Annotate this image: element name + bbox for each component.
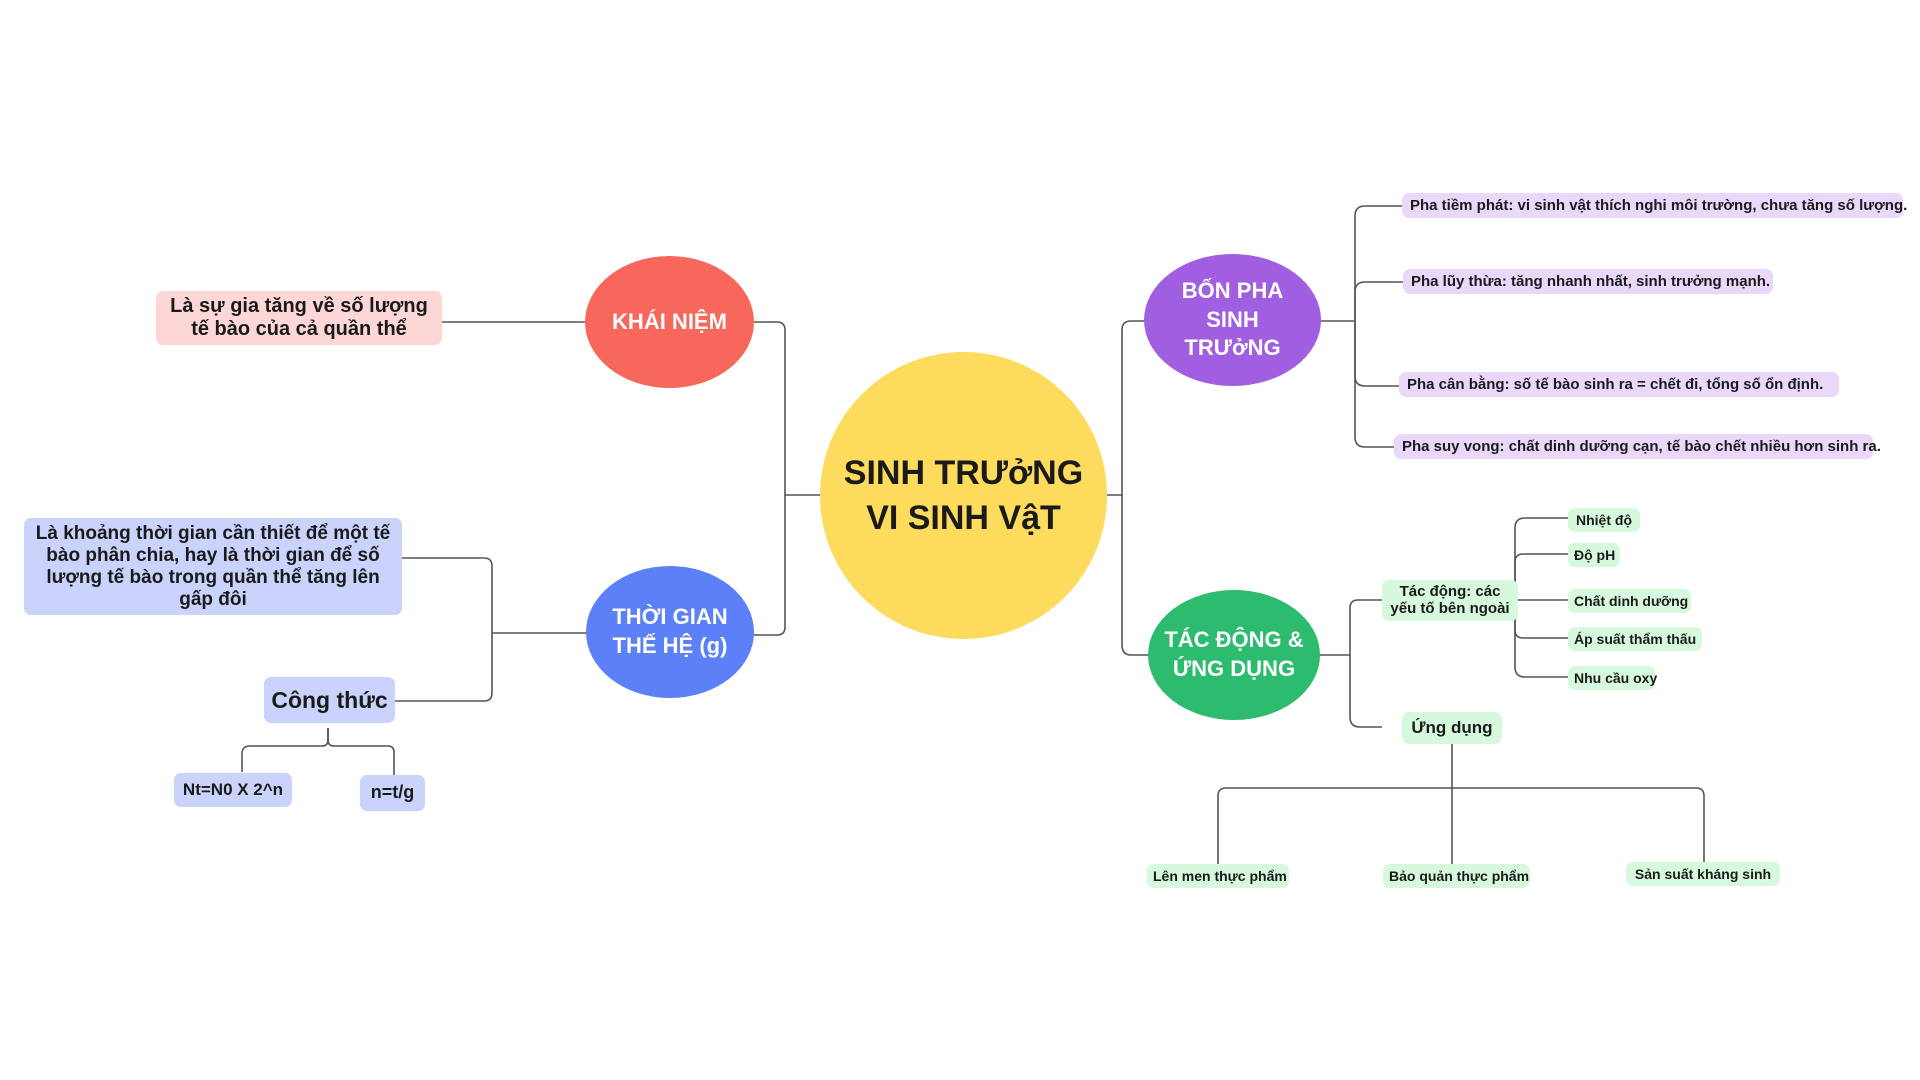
phase-lag[interactable]: Pha tiềm phát: vi sinh vật thích nghi mô… xyxy=(1402,193,1907,219)
branch-khai-niem-title: KHÁI NIỆM xyxy=(612,308,727,334)
application-preservation[interactable]: Bảo quản thực phẩm xyxy=(1383,864,1530,889)
application-fermentation[interactable]: Lên men thực phẩm xyxy=(1147,864,1289,889)
branch-khai-niem[interactable]: KHÁI NIỆM xyxy=(585,256,754,388)
central-topic-line2: VI SINH VậT xyxy=(866,498,1061,537)
central-topic[interactable]: SINH TRƯởNG VI SINH VậT xyxy=(820,352,1107,639)
branch-tac-dong-title-line1: TÁC ĐỘNG & xyxy=(1164,627,1304,653)
branch-tac-dong-title-line2: ỨNG DỤNG xyxy=(1172,656,1296,681)
branch-bon-pha-title-line2: SINH TRƯởNG xyxy=(1184,306,1281,361)
phase-death[interactable]: Pha suy vong: chất dinh dưỡng cạn, tế bà… xyxy=(1394,434,1881,460)
factor-osmotic-pressure[interactable]: Áp suất thẩm thấu xyxy=(1568,627,1702,652)
branch-bon-pha-title-line1: BỐN PHA xyxy=(1181,278,1284,304)
formula-node[interactable]: Công thức xyxy=(264,677,395,723)
formula-nt[interactable]: Nt=N0 X 2^n xyxy=(174,773,292,807)
factor-temperature[interactable]: Nhiệt độ xyxy=(1568,508,1640,533)
branch-thoi-gian-title-line2: THẾ HỆ (g) xyxy=(612,633,728,658)
applications-node[interactable]: Ứng dụng xyxy=(1402,712,1502,744)
thoi-gian-description[interactable]: Là khoảng thời gian cần thiết để một tế … xyxy=(24,518,402,616)
formula-n[interactable]: n=t/g xyxy=(360,775,425,811)
factor-ph[interactable]: Độ pH xyxy=(1568,543,1620,568)
khai-niem-description[interactable]: Là sự gia tăng về số lượng tế bào của cả… xyxy=(156,291,442,345)
branch-bon-pha-sinh-truong[interactable]: BỐN PHA SINH TRƯởNG xyxy=(1144,254,1321,386)
factors-node[interactable]: Tác động: các yếu tố bên ngoài xyxy=(1382,580,1518,621)
branch-tac-dong-ung-dung[interactable]: TÁC ĐỘNG & ỨNG DỤNG xyxy=(1148,590,1320,720)
phase-stationary[interactable]: Pha cân bằng: số tế bào sinh ra = chết đ… xyxy=(1399,372,1839,398)
branch-thoi-gian-the-he[interactable]: THỜI GIAN THẾ HỆ (g) xyxy=(586,566,754,698)
branch-thoi-gian-title-line1: THỜI GIAN xyxy=(612,604,728,630)
factor-oxygen[interactable]: Nhu cầu oxy xyxy=(1568,666,1657,691)
application-antibiotics[interactable]: Sản suất kháng sinh xyxy=(1626,862,1780,887)
phase-exponential[interactable]: Pha lũy thừa: tăng nhanh nhất, sinh trưở… xyxy=(1403,269,1773,295)
central-topic-line1: SINH TRƯởNG xyxy=(843,454,1084,493)
factor-nutrients[interactable]: Chất dinh dưỡng xyxy=(1568,589,1691,614)
